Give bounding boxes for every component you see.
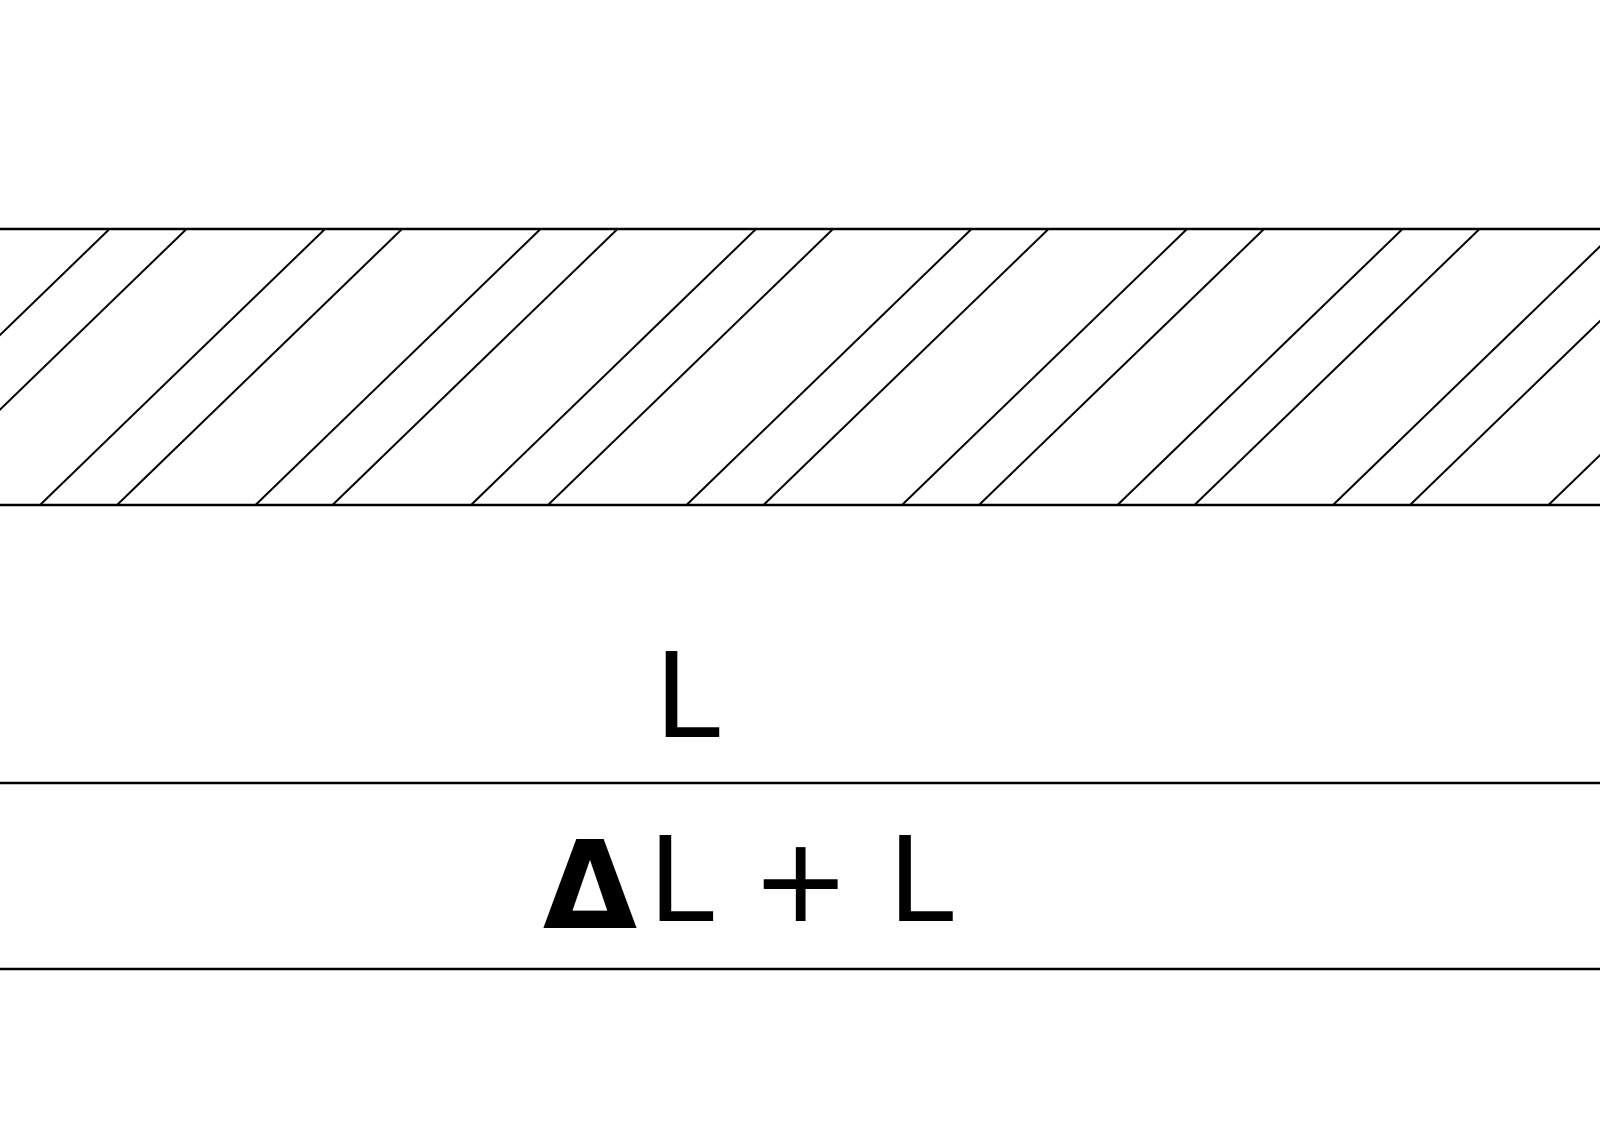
hatch-line (978, 229, 1265, 505)
hatch-line (470, 229, 757, 505)
hatch-line (1547, 453, 1600, 505)
extended-length-label: Δ L + L (543, 811, 954, 957)
hatched-bar (0, 227, 1600, 507)
hatch-line (254, 229, 542, 505)
hatch-line (547, 229, 834, 505)
length-label: L (654, 627, 720, 765)
hatch-line (1409, 319, 1600, 505)
hatch-line (116, 229, 403, 505)
hatch-line (0, 229, 188, 412)
hatch-line (762, 229, 1050, 505)
delta-symbol: Δ (543, 815, 637, 957)
extended-length-text: L + L (648, 811, 954, 949)
hatch-line (901, 229, 1188, 505)
hatch-line (39, 229, 326, 505)
hatch-line (1116, 229, 1404, 505)
hatch-line (1193, 229, 1481, 505)
hatch-line (685, 229, 973, 505)
hatch-line (1332, 245, 1600, 505)
hatch-line (331, 229, 619, 505)
hatch-line (0, 229, 111, 337)
hatch-lines (0, 229, 1600, 505)
